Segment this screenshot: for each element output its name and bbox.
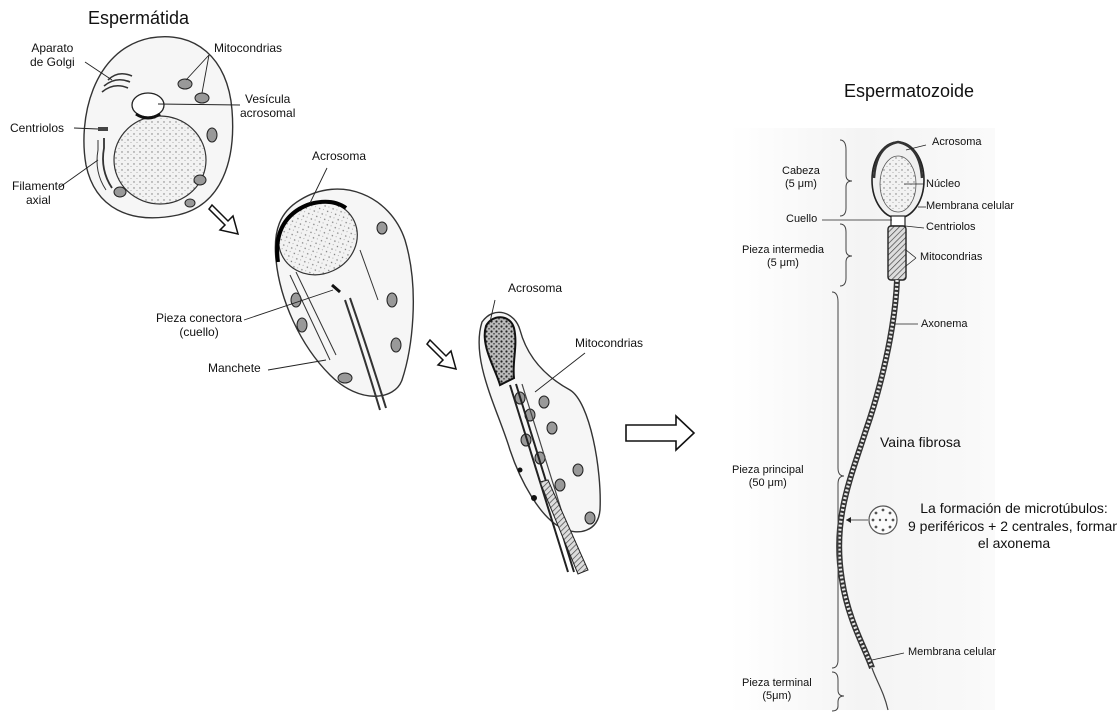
spermatid-cell bbox=[60, 37, 240, 218]
axoneme-label: Axonema bbox=[921, 318, 967, 331]
midpiece-label: Pieza intermedia (5 μm) bbox=[742, 244, 824, 269]
nucleus-label: Núcleo bbox=[926, 178, 960, 191]
spermatozoon-title: Espermatozoide bbox=[844, 81, 974, 102]
stage2-acrosome-label: Acrosoma bbox=[312, 150, 366, 164]
mitochondria-label: Mitocondrias bbox=[920, 251, 982, 264]
axial-filament-label: Filamento axial bbox=[12, 180, 65, 208]
vesicle-label: Vesícula acrosomal bbox=[240, 93, 295, 121]
cell-membrane-label: Membrana celular bbox=[926, 200, 1014, 213]
spermatid-centrioles-label: Centriolos bbox=[10, 122, 64, 136]
spermatid-mitochondria-label: Mitocondrias bbox=[214, 42, 282, 56]
manchette-label: Manchete bbox=[208, 362, 261, 376]
stage3-mitochondria-label: Mitocondrias bbox=[575, 337, 643, 351]
spermatid-title: Espermátida bbox=[88, 8, 189, 29]
stage3-acrosome-label: Acrosoma bbox=[508, 282, 562, 296]
acrosome-label: Acrosoma bbox=[932, 136, 982, 149]
golgi-label: Aparato de Golgi bbox=[30, 42, 75, 70]
spermatozoon-figure bbox=[730, 128, 995, 711]
neck-label: Cuello bbox=[786, 213, 817, 226]
microtubule-note: La formación de microtúbulos: 9 periféri… bbox=[908, 500, 1117, 553]
principal-piece-label: Pieza principal (50 μm) bbox=[732, 464, 804, 489]
arrow-2 bbox=[427, 340, 456, 369]
stage2-cell bbox=[244, 168, 413, 410]
cell-membrane-bottom-label: Membrana celular bbox=[908, 646, 996, 659]
terminal-piece-label: Pieza terminal (5μm) bbox=[742, 677, 812, 702]
head-label: Cabeza (5 μm) bbox=[782, 165, 820, 190]
fibrous-sheath-label: Vaina fibrosa bbox=[880, 434, 961, 450]
arrow-1 bbox=[209, 205, 238, 234]
arrow-3 bbox=[626, 416, 694, 450]
connecting-piece-label: Pieza conectora (cuello) bbox=[156, 312, 242, 340]
centrioles-label: Centriolos bbox=[926, 221, 976, 234]
